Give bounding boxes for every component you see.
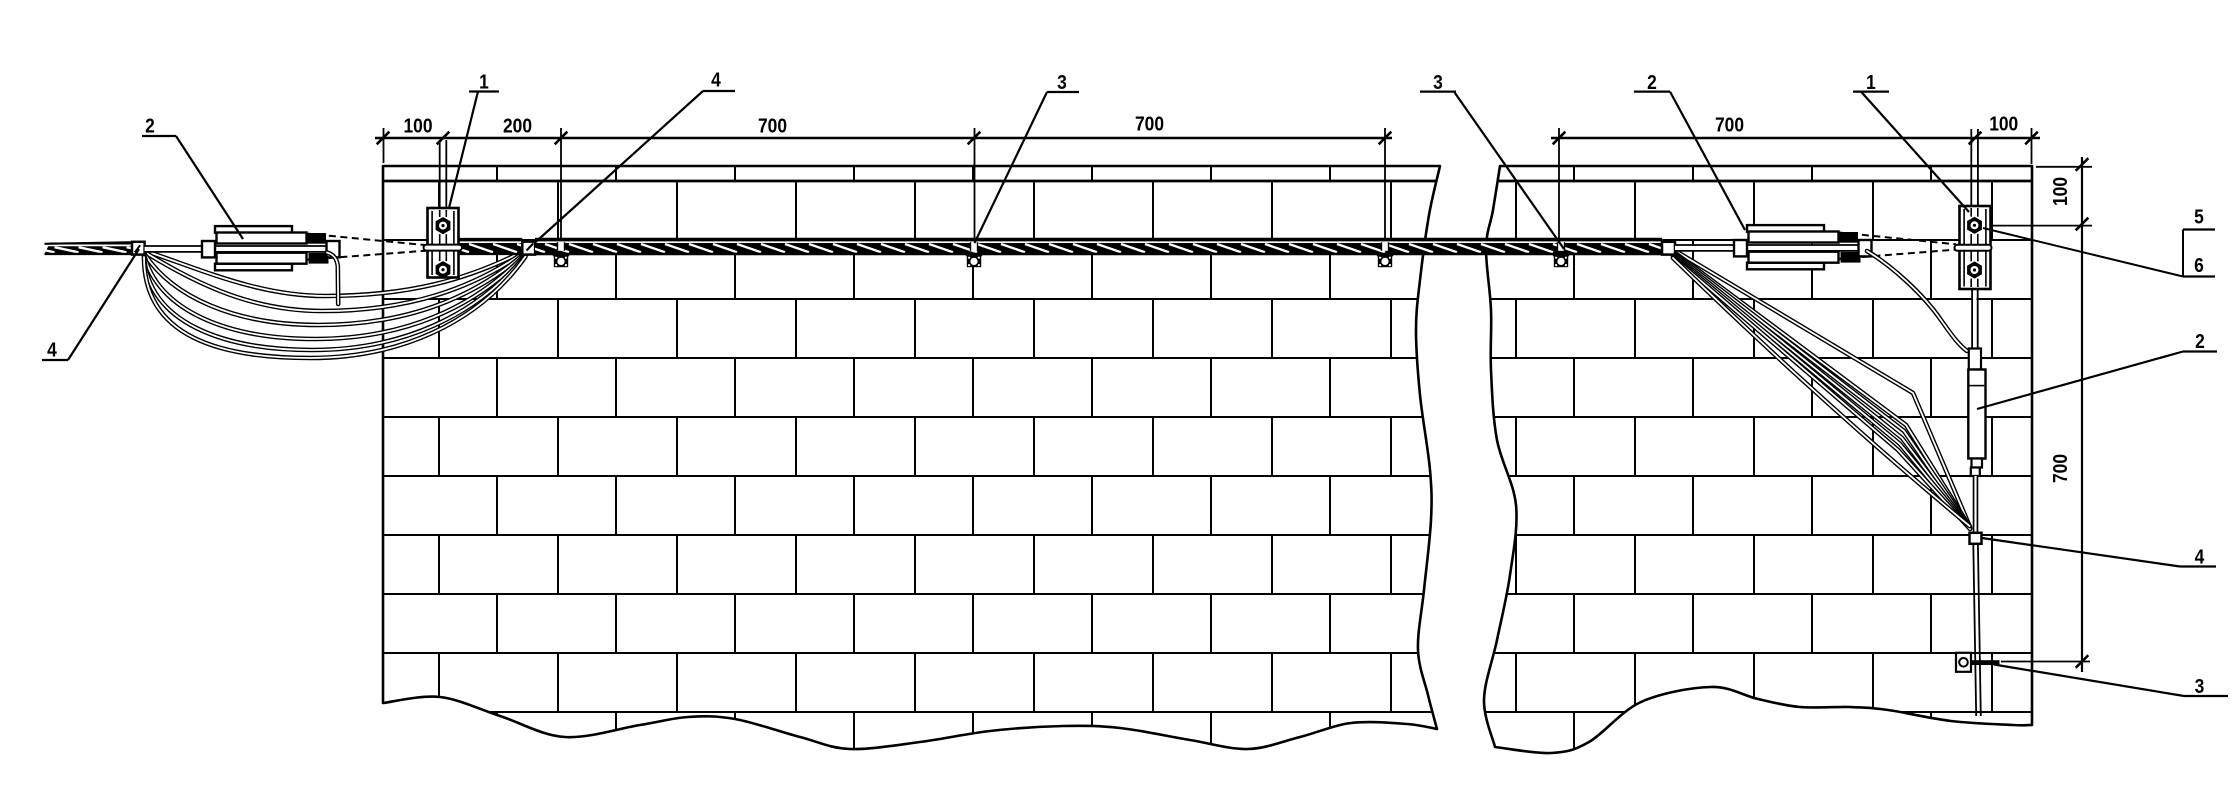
svg-text:4: 4 <box>711 68 721 90</box>
svg-text:3: 3 <box>1057 71 1067 93</box>
svg-text:700: 700 <box>1135 112 1164 134</box>
svg-text:3: 3 <box>1433 71 1443 93</box>
svg-text:700: 700 <box>2049 454 2071 483</box>
svg-text:2: 2 <box>145 114 155 136</box>
svg-text:700: 700 <box>1715 113 1744 135</box>
svg-text:200: 200 <box>503 114 532 136</box>
svg-text:1: 1 <box>479 70 489 92</box>
svg-text:100: 100 <box>403 114 432 136</box>
svg-text:6: 6 <box>2194 254 2204 276</box>
svg-text:1: 1 <box>1866 71 1876 93</box>
svg-text:4: 4 <box>2195 545 2205 567</box>
svg-text:100: 100 <box>1989 112 2018 134</box>
svg-text:2: 2 <box>1647 71 1657 93</box>
svg-text:2: 2 <box>2195 330 2205 352</box>
svg-text:3: 3 <box>2195 675 2205 697</box>
svg-text:700: 700 <box>758 114 787 136</box>
svg-text:4: 4 <box>47 338 57 360</box>
svg-text:5: 5 <box>2194 205 2204 227</box>
svg-text:100: 100 <box>2049 177 2071 206</box>
